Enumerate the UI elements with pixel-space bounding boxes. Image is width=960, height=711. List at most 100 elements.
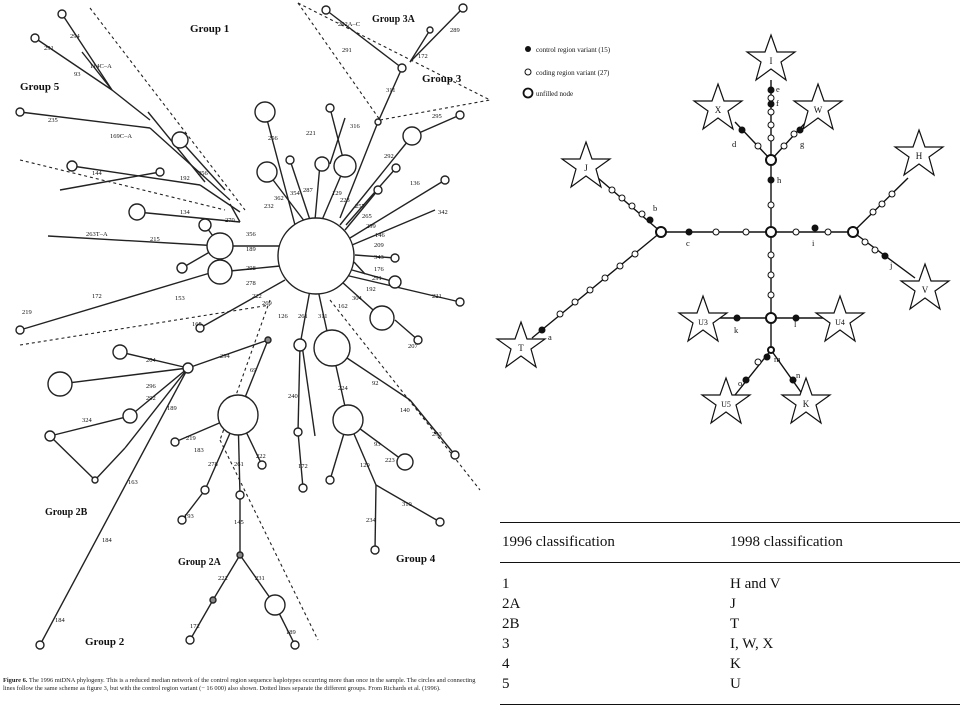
right-network-diagram: control region variant (15) coding regio… [495, 33, 951, 425]
left-network-diagram: Group 1 Group 3A Group 3 Group 5 Group 2… [15, 2, 490, 650]
node-label: 224 [338, 385, 349, 392]
node-label: 219 [186, 435, 196, 442]
group-labels: Group 1 Group 3A Group 3 Group 5 Group 2… [20, 14, 462, 648]
group-label: Group 2 [85, 636, 125, 648]
node-label: 256 [198, 170, 209, 177]
variant-letter: d [732, 139, 737, 149]
node-label: 183 [194, 447, 204, 454]
star-label: U5 [721, 400, 731, 409]
node-label: 240 [288, 393, 298, 400]
table-cell: J [730, 596, 736, 612]
caption-text: The 1996 mtDNA phylogeny. This is a redu… [3, 677, 476, 693]
network-nodes [15, 3, 468, 650]
node-label: 292 [146, 395, 156, 402]
table-cell: 1 [502, 576, 510, 592]
node-label: 189 [286, 629, 296, 636]
haplogroup-stars [495, 33, 951, 425]
star-U5 [700, 376, 752, 425]
node-label: 235 [48, 117, 58, 124]
node-label: 93 [374, 441, 381, 448]
node-label: 343 [374, 254, 384, 261]
node-label: 144 [92, 170, 103, 177]
node-label: 256 [268, 135, 279, 142]
node-label: 316 [350, 123, 361, 130]
node-label: 324 [82, 417, 93, 424]
node-label: 172 [190, 623, 200, 630]
node-label: 261 [298, 313, 308, 320]
star-label: I [770, 56, 773, 66]
node-label: 269 [262, 300, 272, 307]
node-label: 153 [175, 295, 185, 302]
legend-open-dot [524, 68, 532, 76]
node-label: 126 [278, 313, 289, 320]
star-U4 [814, 294, 866, 343]
variant-letter: e [776, 84, 780, 94]
group-label: Group 2A [178, 557, 222, 568]
star-label: W [814, 105, 823, 115]
node-label: 298 [246, 265, 256, 272]
node-label: 292A–C [338, 21, 360, 28]
node-label: 319 [402, 501, 412, 508]
variant-letter: l [794, 319, 797, 329]
group-label: Group 1 [190, 23, 229, 35]
node-label: 221 [432, 293, 442, 300]
legend: control region variant (15) coding regio… [522, 46, 611, 99]
node-label: 134 [180, 209, 191, 216]
variant-letter: h [777, 175, 782, 185]
legend-label: coding region variant (27) [536, 69, 610, 77]
star-label: H [916, 151, 923, 161]
node-label: 189 [167, 405, 177, 412]
star-labels: I X W J H U3 U4 T V U5 K [518, 56, 929, 409]
star-W [792, 82, 844, 131]
table-cell: K [730, 656, 741, 672]
node-label: 193 [184, 513, 194, 520]
node-label: 209 [374, 242, 384, 249]
node-label: 342 [438, 209, 448, 216]
star-I [745, 33, 797, 82]
legend-filled-dot [525, 46, 531, 52]
group-label: Group 4 [396, 553, 436, 565]
node-label: 163 [128, 479, 138, 486]
group-label: Group 2B [45, 507, 88, 518]
node-label: 221 [306, 130, 316, 137]
node-label: 291 [342, 47, 352, 54]
node-label: 145 [234, 519, 244, 526]
table-top-rule [500, 522, 960, 523]
variant-letter: g [800, 139, 805, 149]
star-V [899, 262, 951, 311]
star-X [692, 82, 744, 131]
star-U3 [677, 294, 729, 343]
node-label: 93 [74, 71, 81, 78]
node-label: 176 [374, 266, 385, 273]
node-label: 356 [246, 231, 257, 238]
node-label: 294 [70, 33, 81, 40]
node-label: 293 [432, 431, 442, 438]
variant-letter: i [812, 238, 815, 248]
table-header-1996: 1996 classification [502, 534, 615, 550]
node-label: 184 [102, 537, 113, 544]
node-label: 292 [384, 153, 394, 160]
node-label: 261 [234, 461, 244, 468]
table-bottom-rule [500, 704, 960, 705]
node-label: 354 [290, 190, 301, 197]
node-label: 184 [55, 617, 66, 624]
node-label: 278 [208, 461, 218, 468]
node-label: 169C–A [110, 133, 132, 140]
legend-unfilled-node [522, 87, 534, 99]
control-variant-dots [538, 86, 889, 384]
node-label: 189 [246, 246, 256, 253]
table-cell: U [730, 676, 741, 692]
node-label: 165 [192, 321, 202, 328]
node-label: 311 [318, 313, 328, 320]
node-label: 222 [256, 453, 266, 460]
node-label: 231 [255, 575, 265, 582]
node-label: 291 [44, 45, 54, 52]
node-label: 92 [372, 380, 379, 387]
table-cell: I, W, X [730, 636, 774, 652]
node-label: 291 [372, 275, 382, 282]
node-label: 234 [366, 517, 377, 524]
star-H [893, 128, 945, 177]
node-labels: 291 294 93 114C–A 235 169C–A 144 192 256… [22, 21, 460, 636]
node-label: 296 [146, 383, 157, 390]
node-label: 129 [360, 462, 370, 469]
